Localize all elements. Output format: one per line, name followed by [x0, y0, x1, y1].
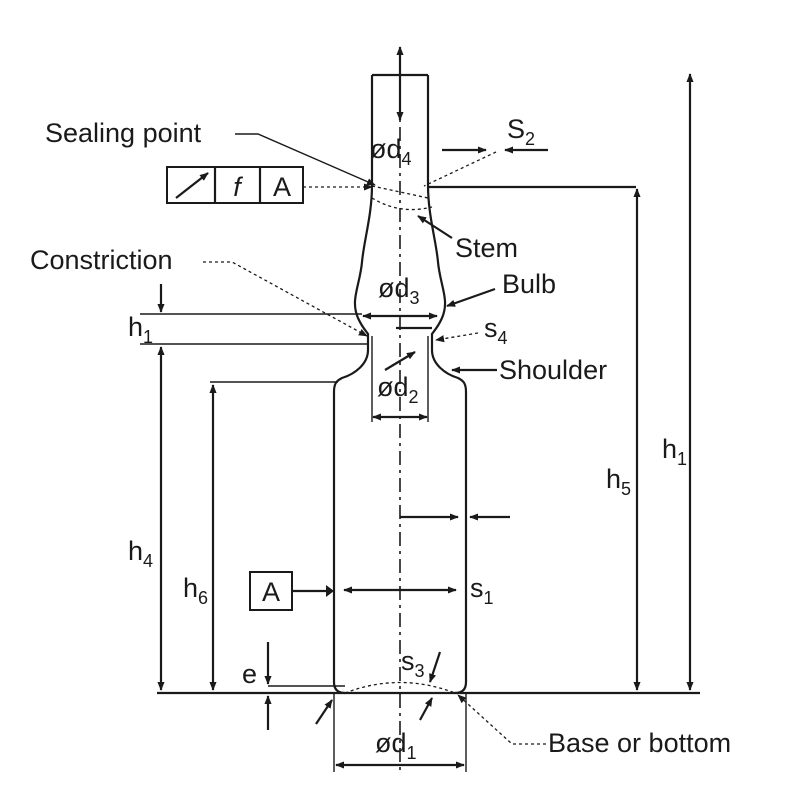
dim-s2: S2	[507, 114, 535, 149]
s2-dotted-leader	[423, 151, 497, 187]
stem-dotted-curve	[371, 197, 433, 211]
dim-d4: ød4	[370, 134, 412, 169]
bulb-leader	[446, 287, 496, 308]
ampoule-outline	[332, 73, 468, 772]
datum-triangle	[326, 585, 334, 597]
dim-d3: ød3	[378, 273, 420, 308]
base-leader	[457, 694, 546, 745]
ampoule-right-profile	[426, 75, 468, 695]
dim-s4: s4	[484, 313, 508, 348]
d2-pointer	[384, 351, 416, 371]
label-shoulder: Shoulder	[499, 355, 607, 385]
dim-d1: ød1	[375, 728, 417, 763]
dim-e: e	[242, 659, 257, 689]
dim-h1-right: h1	[662, 434, 687, 469]
stem-leader	[417, 215, 453, 239]
constriction-leader	[203, 261, 368, 337]
label-constriction: Constriction	[30, 245, 173, 275]
bottom-arrow-left	[315, 699, 333, 725]
tolerance-frame: f A	[166, 166, 636, 204]
dim-d2: ød2	[377, 372, 419, 407]
s3-arrow-top	[428, 651, 442, 683]
datum-box	[249, 571, 293, 611]
label-stem: Stem	[455, 233, 518, 263]
label-bulb: Bulb	[502, 269, 556, 299]
tolerance-datum: A	[273, 172, 291, 202]
label-base: Base or bottom	[548, 728, 731, 758]
label-sealing-point: Sealing point	[45, 118, 202, 148]
s4-leader	[435, 332, 479, 343]
dim-h6: h6	[183, 573, 208, 608]
bottom-inner-curve	[344, 681, 456, 694]
runout-arrow-icon	[175, 172, 209, 199]
dim-h1-left: h1	[128, 312, 153, 347]
dim-h4: h4	[128, 536, 153, 571]
sealing-point-leader	[235, 133, 376, 186]
datum-box-letter: A	[262, 577, 280, 607]
tolerance-modifier: f	[233, 172, 243, 202]
ampoule-left-profile	[332, 75, 374, 695]
dim-s1: s1	[470, 573, 494, 608]
dim-s3: s3	[401, 646, 425, 681]
dim-h5: h5	[606, 464, 631, 499]
s3-arrow-bottom	[419, 697, 433, 721]
